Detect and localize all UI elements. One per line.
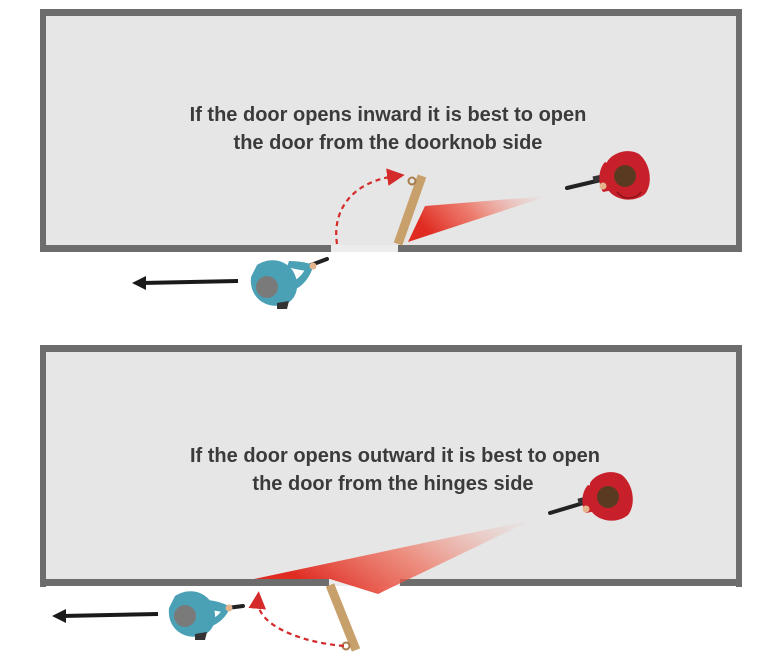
- room-walls: [40, 9, 742, 252]
- line-of-fire-cone: [408, 196, 548, 242]
- arrow-left-icon: [132, 276, 239, 290]
- panel-2-caption: If the door opens outward it is best to …: [190, 445, 600, 495]
- doorknob-icon: [407, 176, 417, 186]
- panel-outward: If the door opens outward it is best to …: [40, 345, 742, 652]
- arrow-left-icon: [52, 609, 159, 623]
- caption-line-1: If the door opens outward it is best to …: [190, 445, 600, 467]
- caption-line-1: If the door opens inward it is best to o…: [190, 104, 587, 126]
- room-walls: [40, 345, 742, 587]
- line-of-fire-cone: [254, 520, 532, 594]
- room-floor: [44, 14, 738, 248]
- door-swing-arc: [248, 591, 345, 648]
- panel-1-caption: If the door opens inward it is best to o…: [190, 104, 587, 154]
- shooter-icon: [548, 472, 633, 521]
- door-swing-arc: [335, 168, 405, 245]
- shooter-icon: [565, 151, 650, 200]
- door: [393, 174, 427, 246]
- door-opening: [331, 245, 398, 252]
- caption-line-2: the door from the hinges side: [252, 473, 533, 495]
- panel-inward: If the door opens inward it is best to o…: [40, 9, 742, 309]
- officer-icon: [250, 257, 329, 309]
- door: [325, 583, 361, 652]
- officer-icon: [168, 591, 245, 640]
- caption-line-2: the door from the doorknob side: [234, 132, 543, 154]
- room-floor: [44, 350, 738, 582]
